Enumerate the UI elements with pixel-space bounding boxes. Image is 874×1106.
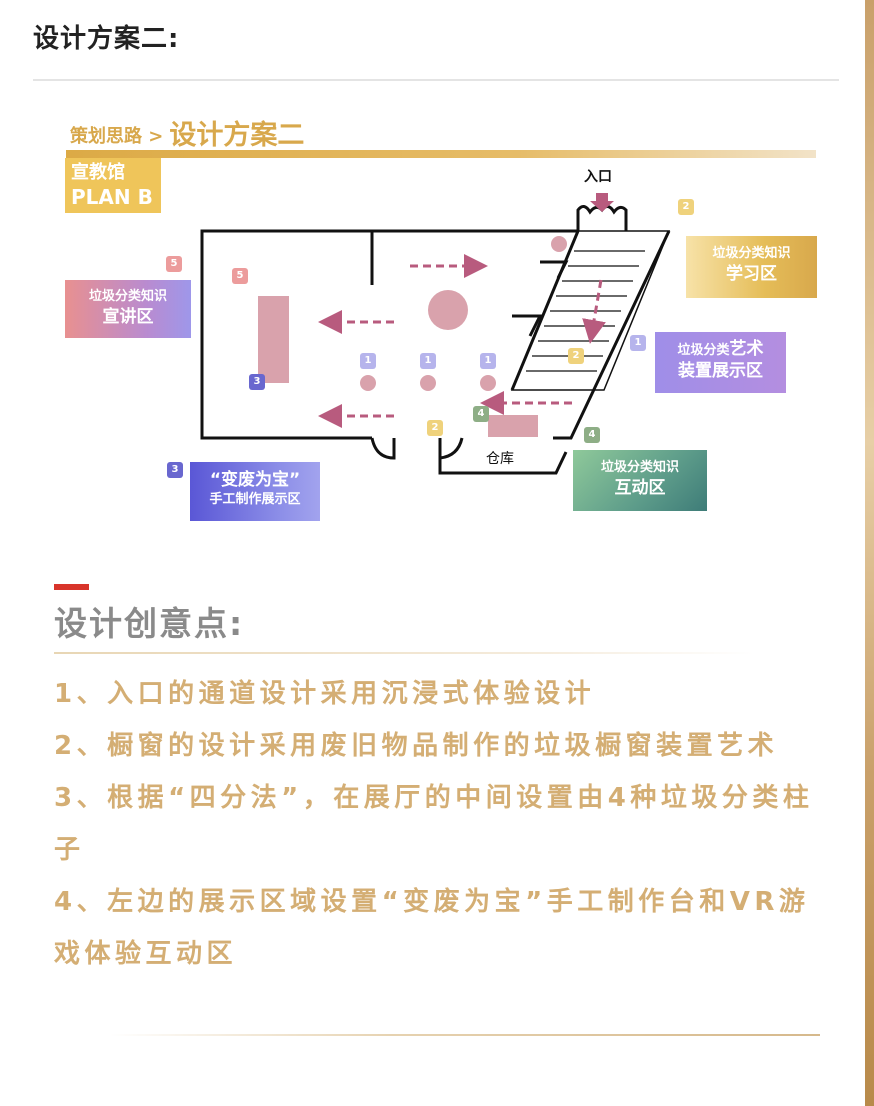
hall-name: 宣教馆 [71, 162, 125, 183]
zone-art-line2: 装置展示区 [678, 361, 763, 381]
interactive-desk [488, 415, 538, 437]
zone-badge-2: 2 [678, 199, 694, 215]
zone-badge-1: 1 [480, 353, 496, 369]
creative-point: 2、橱窗的设计采用废旧物品制作的垃圾橱窗装置艺术 [54, 731, 779, 761]
entrance-label: 入口 [584, 169, 612, 185]
zone-badge-5: 5 [166, 256, 182, 272]
page-title: 设计方案二: [33, 24, 180, 54]
zone-craft-line1: “变废为宝” [209, 470, 301, 490]
title-divider [33, 79, 839, 81]
floor-plan [200, 193, 671, 475]
zone-badge-3: 3 [167, 462, 183, 478]
zone-badge-1: 1 [360, 353, 376, 369]
corridor-stairs [510, 230, 671, 391]
breadcrumb-bar [66, 150, 816, 158]
creative-point: 1、入口的通道设计采用沉浸式体验设计 [54, 679, 596, 709]
storage-label: 仓库 [486, 451, 514, 467]
zone-badge-1: 1 [420, 353, 436, 369]
flow-arrows [318, 254, 606, 428]
zone-badge-3: 3 [249, 374, 265, 390]
center-installation [428, 290, 468, 330]
creative-points-list: 1、入口的通道设计采用沉浸式体验设计 2、橱窗的设计采用废旧物品制作的垃圾橱窗装… [54, 668, 822, 980]
bottom-divider [110, 1034, 820, 1036]
entry-pillar [551, 236, 567, 252]
exhibit-shapes [258, 236, 567, 437]
section-accent-bar [54, 584, 89, 590]
breadcrumb-current: 设计方案二 [169, 120, 305, 151]
storage-wall [438, 438, 568, 475]
zone-badge-1: 1 [630, 335, 646, 351]
window-2 [512, 314, 543, 337]
zone-badge-2: 2 [568, 348, 584, 364]
lecture-display [258, 296, 289, 383]
hall-plan: PLAN B [71, 185, 153, 209]
entrance-arrow-icon [590, 193, 614, 212]
section-title: 设计创意点: [54, 604, 245, 643]
hall-right-wall [553, 230, 671, 440]
door-storage [439, 437, 464, 460]
sort-pillar-3 [480, 375, 496, 391]
zone-lecture: 垃圾分类知识 宣讲区 [65, 280, 191, 338]
hall-outline [200, 229, 578, 440]
zone-badge-4: 4 [584, 427, 600, 443]
zone-badge-2: 2 [427, 420, 443, 436]
zone-badge-4: 4 [473, 406, 489, 422]
zone-interactive-line1: 垃圾分类知识 [600, 460, 679, 475]
zone-art-line1: 垃圾分类艺术 [677, 339, 764, 359]
zone-badge-5: 5 [232, 268, 248, 284]
zone-lecture-line2: 宣讲区 [102, 307, 154, 327]
zone-learning-line2: 学习区 [726, 264, 777, 284]
sort-pillar-2 [420, 375, 436, 391]
zone-craft: “变废为宝” 手工制作展示区 [190, 462, 320, 521]
sort-pillar-1 [360, 375, 376, 391]
right-edge-decoration [865, 0, 874, 1106]
zone-art-installation: 垃圾分类艺术 装置展示区 [655, 332, 786, 393]
door-left [370, 437, 396, 460]
zone-interactive: 垃圾分类知识 互动区 [573, 450, 707, 511]
zone-learning-line1: 垃圾分类知识 [712, 246, 791, 261]
breadcrumb-parent: 策划思路 > [70, 126, 164, 147]
breadcrumb: 策划思路 > 设计方案二 [70, 112, 304, 152]
hall-label: 宣教馆 PLAN B [65, 158, 161, 213]
creative-point: 4、左边的展示区域设置“变废为宝”手工制作台和VR游戏体验互动区 [54, 887, 810, 969]
zone-craft-line2: 手工制作展示区 [209, 492, 301, 507]
zone-interactive-line2: 互动区 [614, 478, 666, 498]
creative-point: 3、根据“四分法”，在展厅的中间设置由4种垃圾分类柱子 [54, 783, 814, 865]
zone-learning: 垃圾分类知识 学习区 [686, 236, 817, 298]
section-divider [54, 652, 754, 654]
zone-lecture-line1: 垃圾分类知识 [88, 289, 167, 304]
